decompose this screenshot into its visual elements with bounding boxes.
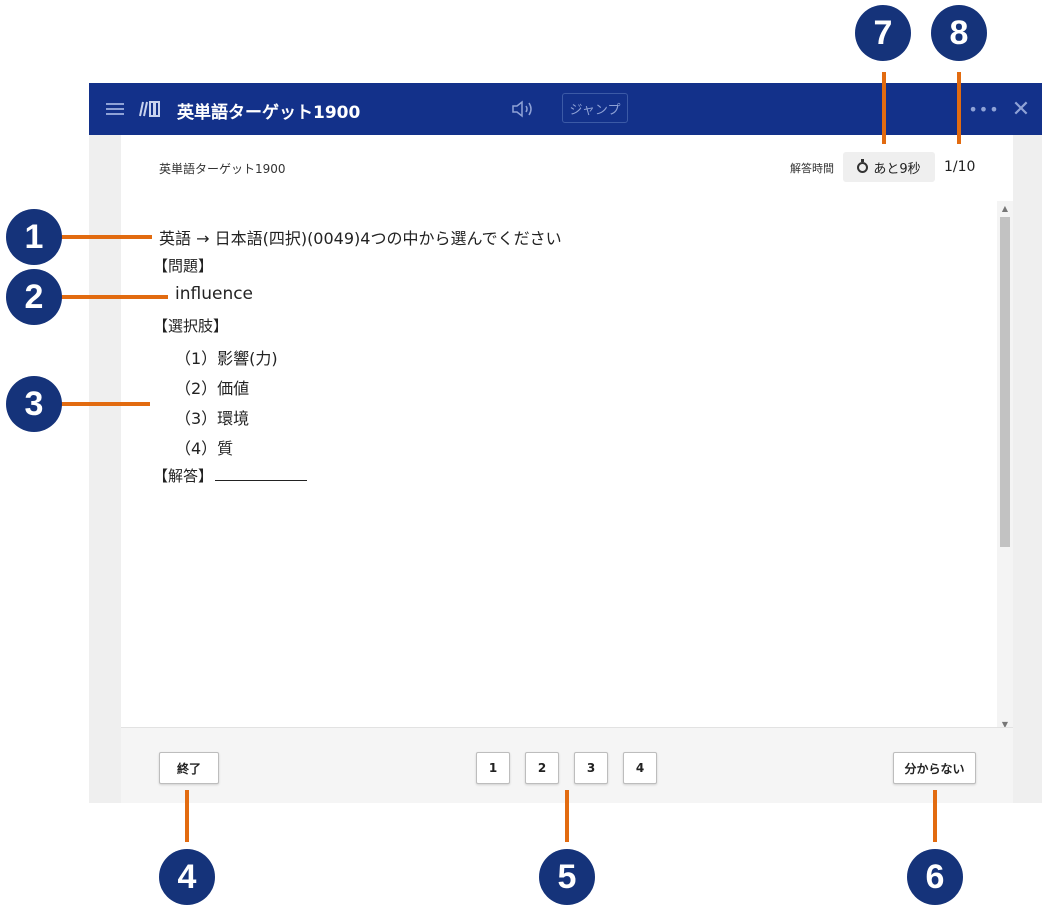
callout-badge-8: 8 xyxy=(931,5,987,61)
app-title: 英単語ターゲット1900 xyxy=(177,103,361,123)
callout-badge-3: 3 xyxy=(6,376,62,432)
choice-button-1[interactable]: 1 xyxy=(476,752,510,784)
callout-badge-5: 5 xyxy=(539,849,595,905)
end-button[interactable]: 終了 xyxy=(159,752,219,784)
callout-line-3 xyxy=(60,402,150,406)
book-icon xyxy=(137,96,163,122)
callout-badge-1: 1 xyxy=(6,209,62,265)
menu-icon[interactable] xyxy=(103,96,127,122)
answer-heading: 【解答】 xyxy=(153,467,214,485)
callout-line-4 xyxy=(185,790,189,842)
answer-blank xyxy=(215,466,308,481)
question-instruction: 英語 → 日本語(四択)(0049)4つの中から選んでください xyxy=(159,229,562,248)
problem-heading: 【問題】 xyxy=(153,257,214,275)
scroll-down-icon[interactable]: ▼ xyxy=(1001,719,1009,729)
question-counter: 1/10 xyxy=(944,159,976,175)
title-bar: 英単語ターゲット1900 ジャンプ ••• ✕ xyxy=(89,83,1042,135)
choice-button-2[interactable]: 2 xyxy=(525,752,559,784)
callout-badge-2: 2 xyxy=(6,269,62,325)
callout-line-2 xyxy=(60,295,168,299)
quiz-panel: 英単語ターゲット1900 解答時間 あと9秒 1/10 英語 → 日本語(四択)… xyxy=(121,135,1013,803)
choice-item: （3）環境 xyxy=(175,409,250,428)
choice-item: （4）質 xyxy=(175,439,234,458)
choice-button-3[interactable]: 3 xyxy=(574,752,608,784)
callout-line-5 xyxy=(565,790,569,842)
question-word: influence xyxy=(175,284,254,304)
answer-time-label: 解答時間 xyxy=(790,162,834,175)
close-icon[interactable]: ✕ xyxy=(1011,96,1031,122)
callout-line-8 xyxy=(957,72,961,144)
scrollbar[interactable]: ▲ ▼ xyxy=(997,201,1013,731)
choices-heading: 【選択肢】 xyxy=(153,317,229,335)
timer-badge: あと9秒 xyxy=(843,152,935,182)
choice-button-4[interactable]: 4 xyxy=(623,752,657,784)
timer-text: あと9秒 xyxy=(873,161,921,177)
app-window: 英単語ターゲット1900 ジャンプ ••• ✕ 英単語ターゲット1900 解答時… xyxy=(89,83,1042,803)
callout-badge-4: 4 xyxy=(159,849,215,905)
jump-button[interactable]: ジャンプ xyxy=(562,93,628,123)
scroll-thumb[interactable] xyxy=(1000,217,1010,547)
dont-know-button[interactable]: 分からない xyxy=(893,752,976,784)
speaker-icon[interactable] xyxy=(509,96,539,122)
stopwatch-icon xyxy=(857,158,869,173)
answer-line: 【解答】 xyxy=(153,465,308,486)
scroll-up-icon[interactable]: ▲ xyxy=(1001,203,1009,213)
more-icon[interactable]: ••• xyxy=(968,99,1000,119)
book-label: 英単語ターゲット1900 xyxy=(159,162,286,176)
callout-badge-7: 7 xyxy=(855,5,911,61)
choice-item: （2）価値 xyxy=(175,379,250,398)
callout-line-6 xyxy=(933,790,937,842)
callout-badge-6: 6 xyxy=(907,849,963,905)
callout-line-1 xyxy=(60,235,152,239)
callout-line-7 xyxy=(882,72,886,144)
choice-item: （1）影響(力) xyxy=(175,349,278,368)
